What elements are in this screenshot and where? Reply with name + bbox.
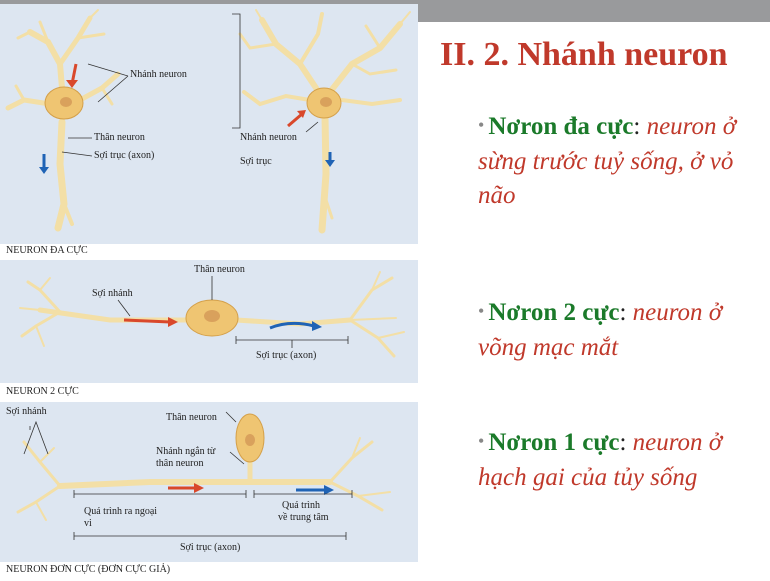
- bullet-dot-icon: •: [478, 301, 485, 321]
- label-axon: Sợi trục (axon): [180, 542, 240, 553]
- bullet-term: Nơron 1 cực: [488, 429, 620, 456]
- bullet-bipolar: •Nơron 2 cực: neuron ở võng mạc mắt: [478, 296, 768, 365]
- multipolar-neuron-illustration: Nhánh neuron Thân neuron Sợi trục (axon)…: [5, 9, 411, 234]
- label-short-branch-line1: Nhánh ngắn từ: [156, 446, 216, 457]
- caption-bipolar: NEURON 2 CỰC: [6, 386, 79, 397]
- unipolar-neuron-panel: Sợi nhánh Thân neuron Nhánh ngắn từ thân…: [0, 402, 418, 562]
- label-axon-right: Sợi trục: [240, 156, 272, 167]
- label-dendrite-right: Nhánh neuron: [240, 132, 297, 143]
- label-short-branch-line2: thân neuron: [156, 458, 204, 469]
- bullet-colon: :: [619, 299, 633, 326]
- bullet-multipolar: •Nơron đa cực: neuron ở sừng trước tuỷ s…: [478, 110, 768, 213]
- label-soma-left: Thân neuron: [94, 132, 145, 143]
- bullet-description: neuron ở hạch gai của tủy sống: [478, 429, 723, 491]
- label-central-line2: về trung tâm: [278, 512, 329, 523]
- label-peripheral-line1: Quá trình ra ngoại: [84, 506, 157, 517]
- label-dendrite: Sợi nhánh: [6, 406, 47, 417]
- label-dendrite-left: Nhánh neuron: [130, 69, 187, 80]
- label-central-line1: Quá trình: [282, 500, 320, 511]
- label-axon: Sợi trục (axon): [256, 350, 316, 361]
- label-axon-left: Sợi trục (axon): [94, 150, 154, 161]
- label-soma: Thân neuron: [166, 412, 217, 423]
- bullet-dot-icon: •: [478, 431, 485, 451]
- label-peripheral-line2: vi: [84, 518, 92, 529]
- label-soma: Thân neuron: [194, 264, 245, 275]
- unipolar-neuron-illustration: Sợi nhánh Thân neuron Nhánh ngắn từ thân…: [6, 406, 391, 553]
- bullet-unipolar: •Nơron 1 cực: neuron ở hạch gai của tủy …: [478, 426, 768, 495]
- bipolar-neuron-illustration: Thân neuron Sợi nhánh Sợi trục (axon): [19, 264, 405, 361]
- caption-multipolar: NEURON ĐA CỰC: [6, 245, 88, 256]
- slide-heading: II. 2. Nhánh neuron: [440, 36, 728, 73]
- bullet-description: neuron ở sừng trước tuỷ sống, ở vỏ não: [478, 113, 737, 209]
- bullet-colon: :: [619, 429, 633, 456]
- bullet-dot-icon: •: [478, 115, 485, 135]
- multipolar-neuron-panel: Nhánh neuron Thân neuron Sợi trục (axon)…: [0, 4, 418, 244]
- bullet-colon: :: [633, 113, 647, 140]
- bullet-description: neuron ở võng mạc mắt: [478, 299, 723, 361]
- bullet-term: Nơron 2 cực: [488, 299, 620, 326]
- bipolar-neuron-panel: Thân neuron Sợi nhánh Sợi trục (axon): [0, 260, 418, 383]
- caption-unipolar: NEURON ĐƠN CỰC (ĐƠN CỰC GIẢ): [6, 564, 171, 575]
- bullet-term: Nơron đa cực: [488, 113, 634, 140]
- label-dendrite: Sợi nhánh: [92, 288, 133, 299]
